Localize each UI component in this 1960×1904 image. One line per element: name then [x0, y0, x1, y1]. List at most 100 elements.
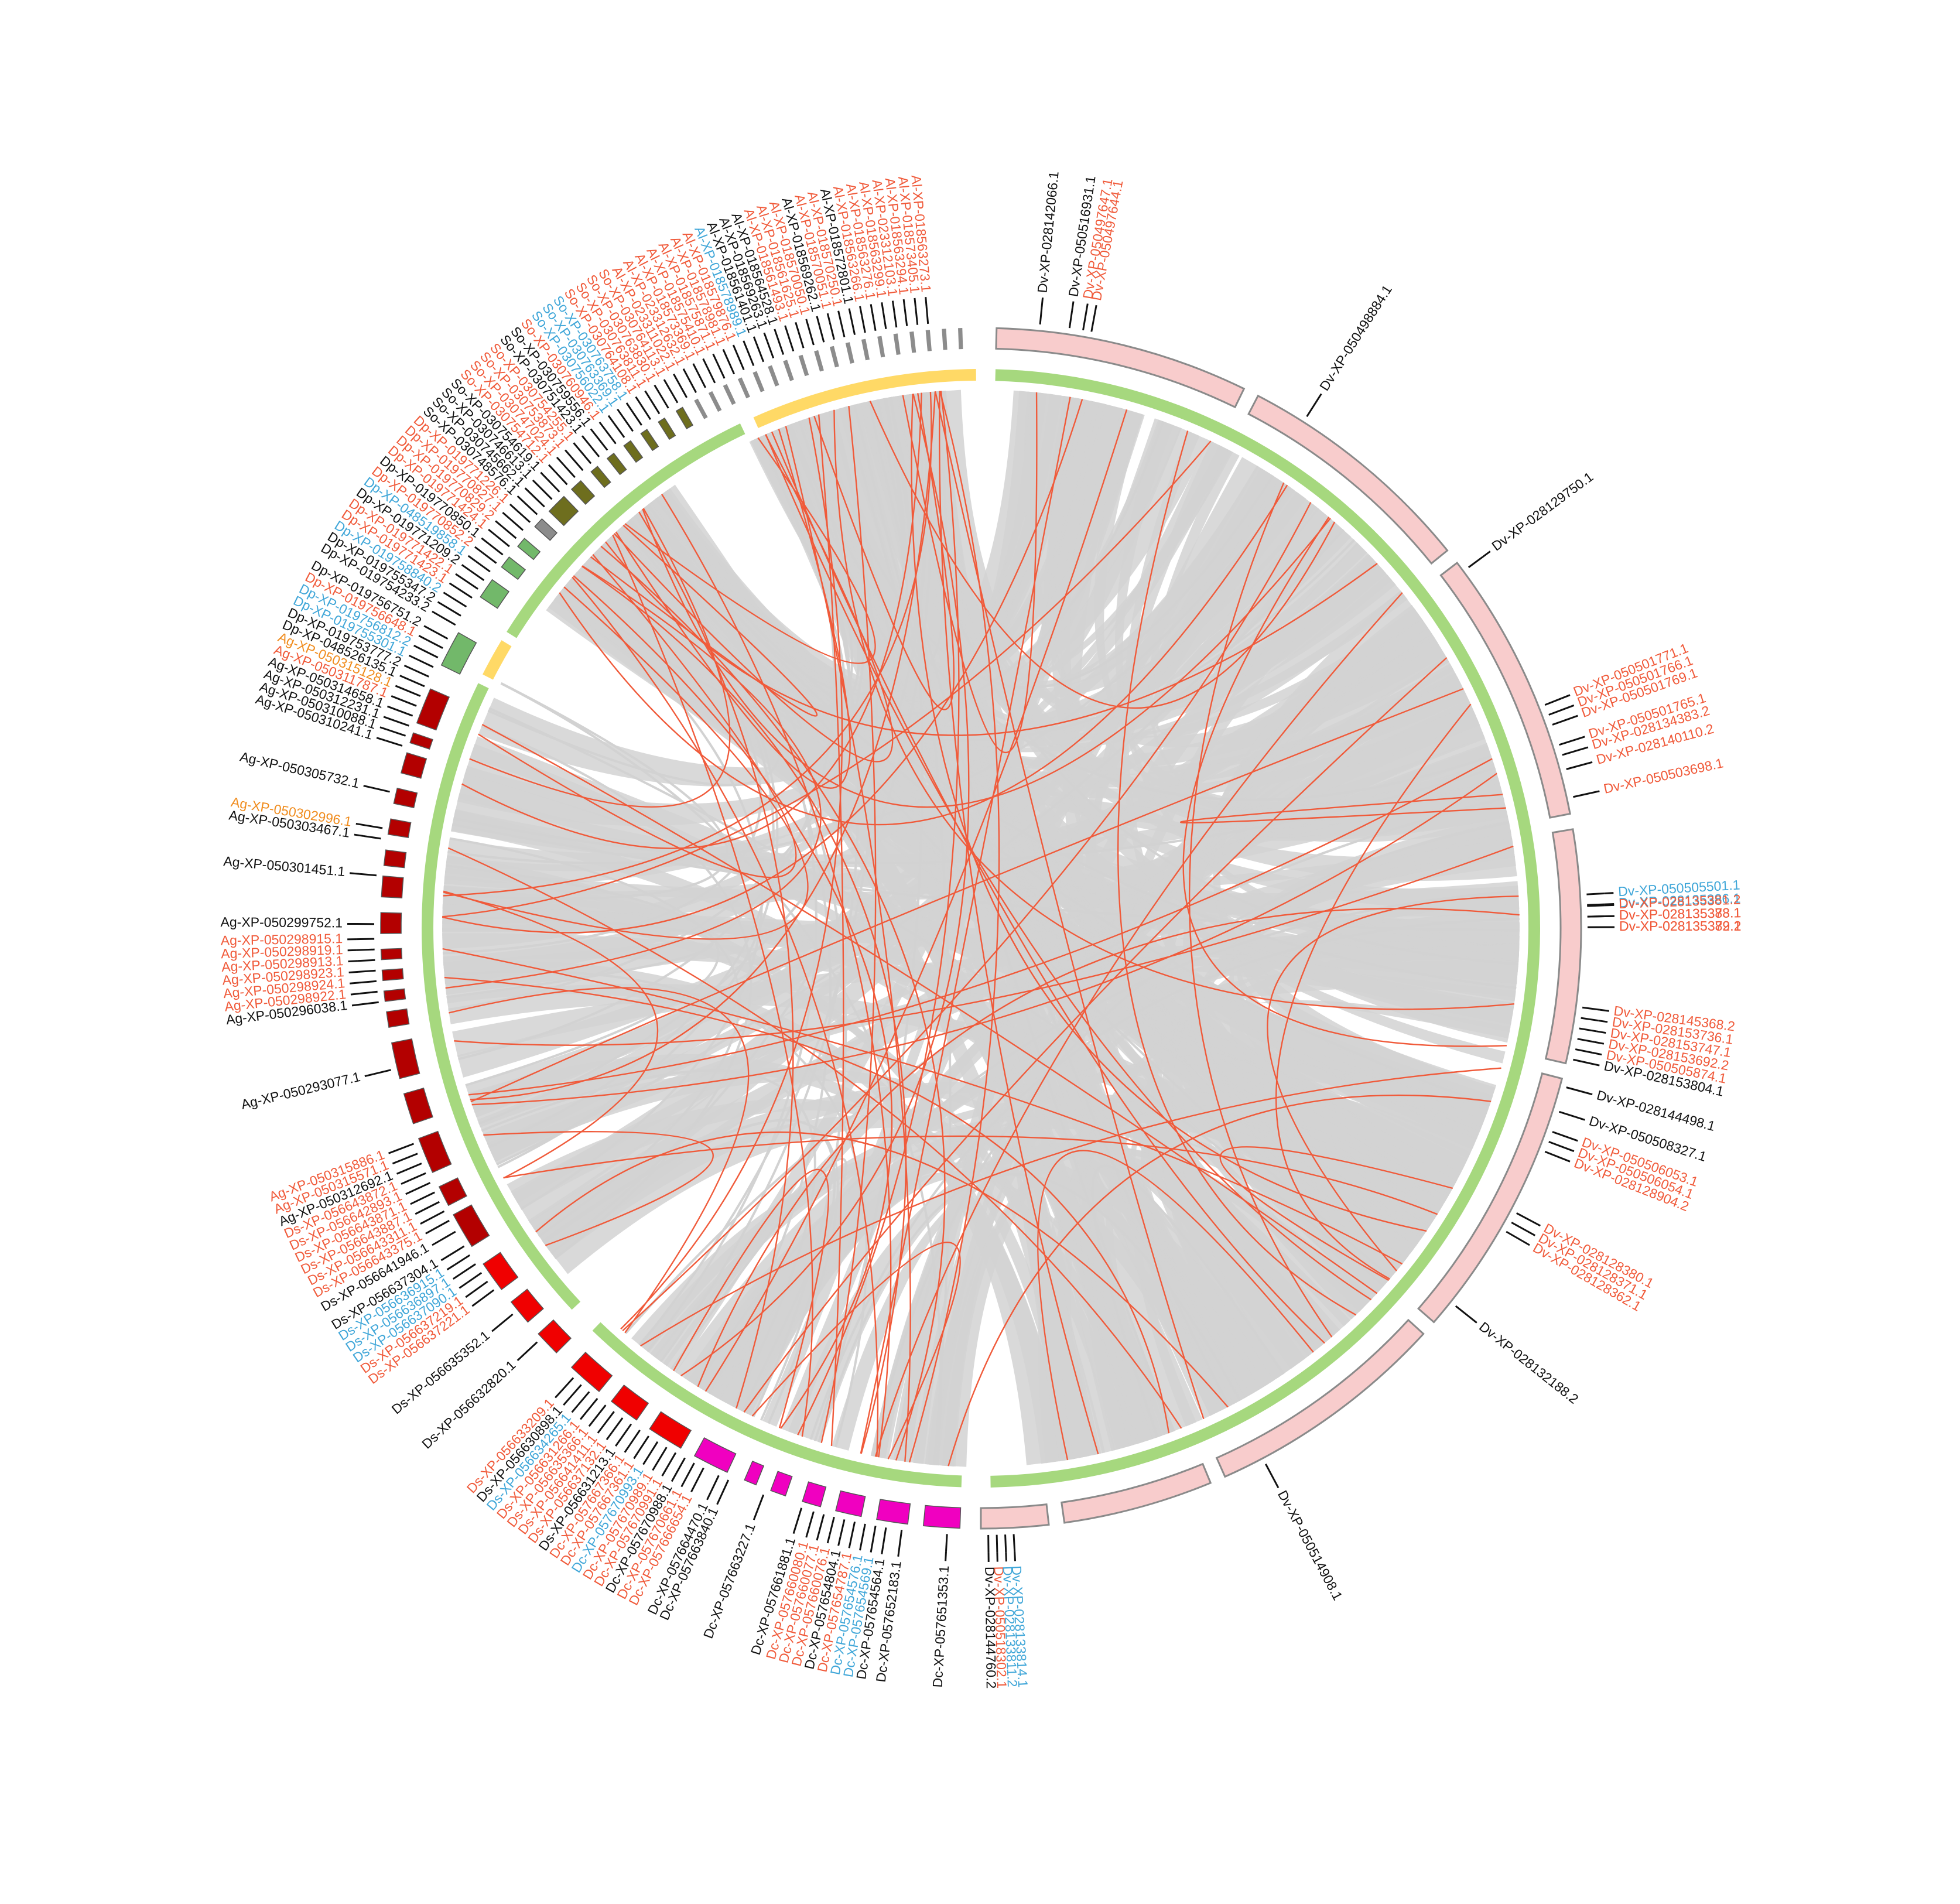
gene-leader-line: [539, 486, 553, 500]
gene-leader-line: [726, 357, 735, 375]
grey-ribbon: [891, 392, 1099, 1462]
red-link: [535, 1131, 1229, 1408]
gene-leader-line: [479, 1289, 495, 1301]
gene-leader-line: [395, 685, 405, 691]
gene-leader-line: [925, 306, 929, 324]
gene-leader-line: [625, 402, 633, 412]
al-chromosome-tick: [861, 339, 870, 361]
gene-leader-line: [1599, 1009, 1609, 1012]
gene-leader-line: [391, 695, 401, 700]
gene-leader-line: [666, 1452, 677, 1469]
gene-leader-line: [548, 464, 556, 473]
chromosome-block: [416, 688, 450, 731]
gene-leader-line: [413, 644, 423, 651]
gene-leader-line: [481, 552, 497, 564]
gene-label: Dv-XP-028132188.2: [1476, 1319, 1581, 1407]
gene-leader-line: [644, 390, 651, 399]
gene-leader-line: [640, 404, 652, 420]
gene-leader-line: [360, 990, 378, 994]
grey-ribbon: [1091, 1164, 1285, 1438]
gene-leader-line: [598, 421, 606, 430]
gene-leader-line: [401, 1179, 411, 1185]
green-chromosome: [507, 423, 745, 638]
gene-leader-line: [859, 306, 863, 316]
red-link: [833, 409, 1514, 1010]
grey-ribbon: [781, 457, 1260, 1435]
gene-leader-line: [839, 319, 846, 337]
gene-leader-line: [805, 319, 810, 329]
gene-leader-line: [622, 416, 634, 432]
gene-leader-line: [902, 299, 906, 309]
gene-leader-line: [1004, 1534, 1007, 1553]
gene-leader-line: [915, 307, 919, 325]
gene-leader-line: [904, 308, 908, 326]
gene-leader-line: [826, 313, 831, 323]
gene-leader-line: [451, 596, 467, 608]
chromosome-block: [510, 1288, 544, 1323]
gene-leader-line: [696, 371, 707, 388]
grey-ribbon: [442, 904, 1519, 985]
red-link: [765, 434, 1372, 1301]
gene-label: Ag-XP-050293077.1: [240, 1069, 362, 1112]
chromosome-block: [418, 1130, 452, 1173]
gene-leader-line: [509, 503, 518, 511]
gene-leader-line: [581, 435, 589, 444]
gene-leader-line: [432, 1239, 441, 1246]
gene-leader-line: [1590, 1062, 1600, 1066]
gene-leader-line: [474, 546, 483, 553]
red-link: [1267, 895, 1519, 1271]
dv-chromosome: [1061, 1462, 1212, 1524]
gene-leader-line: [756, 1494, 765, 1512]
gene-leader-line: [405, 1163, 422, 1171]
gene-leader-line: [376, 737, 386, 741]
gene-labels: Dv-XP-050497647.1Dv-XP-050497644.1Dv-XP-…: [220, 170, 1741, 1688]
gene-leader-line: [418, 635, 428, 641]
gene-leader-line: [457, 587, 473, 599]
gene-leader-line: [579, 1411, 587, 1420]
gene-leader-line: [425, 1228, 435, 1235]
grey-ribbon: [451, 823, 1520, 932]
chromosome-block: [649, 1411, 692, 1449]
gene-leader-line: [673, 373, 679, 383]
gene-leader-line: [403, 688, 421, 697]
red-link: [751, 1242, 961, 1459]
gene-leader-line: [1568, 715, 1578, 720]
grey-ribbon: [696, 890, 1518, 1387]
red-link: [454, 845, 1514, 1046]
grey-ribbon: [817, 1173, 1241, 1442]
chromosome-block: [675, 406, 694, 430]
gene-leader-line: [1587, 904, 1605, 907]
gene-leader-line: [603, 1411, 615, 1427]
gene-leader-line: [1521, 1239, 1530, 1246]
gene-leader-line: [358, 873, 377, 877]
dv-chromosome: [980, 1503, 1050, 1530]
red-link: [443, 391, 932, 897]
gene-leader-line: [570, 456, 584, 471]
grey-ribbon: [1079, 542, 1373, 1451]
gene-leader-line: [1506, 1230, 1522, 1242]
grey-ribbon: [444, 838, 1514, 901]
gene-leader-line: [654, 384, 661, 394]
gene-leader-line: [818, 324, 825, 343]
gene-leader-line: [516, 510, 531, 523]
chromosome-block: [517, 538, 541, 560]
gene-leader-line: [502, 526, 517, 539]
al-chromosome-tick: [925, 330, 932, 351]
dv-chromosome: [1417, 1072, 1564, 1324]
grey-ribbon: [754, 431, 1116, 1454]
gene-leader-line: [461, 564, 470, 571]
chromosome-block: [381, 875, 404, 898]
gene-leader-line: [408, 654, 418, 661]
gene-leader-line: [882, 311, 887, 329]
gene-leader-line: [631, 410, 642, 426]
gene-label: Dv-XP-028135383.1: [1619, 905, 1742, 922]
grey-ribbon: [446, 466, 1274, 871]
grey-ribbon: [638, 410, 878, 1346]
red-link: [478, 554, 797, 878]
gene-leader-line: [374, 1069, 391, 1075]
gene-leader-line: [743, 340, 748, 350]
red-link: [483, 1131, 714, 1246]
red-link: [640, 1067, 1501, 1347]
red-link: [573, 575, 893, 1429]
